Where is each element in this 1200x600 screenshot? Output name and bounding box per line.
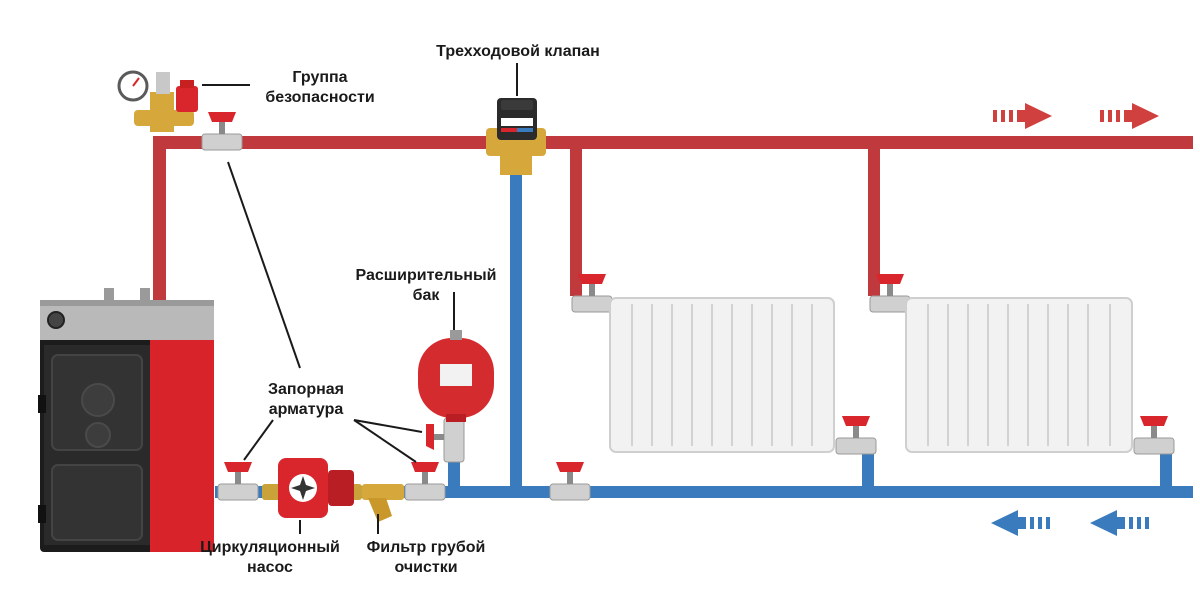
three-way-valve-device [486, 98, 546, 175]
coarse-filter-line1: Фильтр грубой [366, 539, 486, 556]
leader-shutoff-to-supply-valve [227, 161, 301, 369]
ball-valve-radiator2-return [1133, 416, 1175, 455]
safety-group-line1: Группа [292, 69, 348, 86]
boiler [38, 288, 214, 552]
return-flow-arrow-2 [1090, 510, 1149, 536]
safety-group-device [117, 70, 198, 132]
radiator1-supply-drop [570, 136, 582, 296]
ball-valve-radiator1-supply [571, 274, 613, 313]
supply-flow-arrow-1 [993, 103, 1052, 129]
supply-flow-arrow-2 [1100, 103, 1159, 129]
tank-tee-pipe [448, 462, 460, 492]
leader-shutoff-to-filter-valve [353, 419, 417, 463]
coarse-filter-device [362, 484, 404, 522]
circulation-pump-line2: насос [247, 559, 293, 576]
circulation-pump-device [262, 458, 362, 518]
safety-group-line2: безопасности [265, 89, 375, 106]
ball-valve-radiator1-return [835, 416, 877, 455]
radiator-1 [609, 297, 835, 453]
label-three-way-valve: Трехходовой клапан [420, 42, 616, 62]
ball-valve-tank [426, 417, 465, 463]
three-way-valve-text: Трехходовой клапан [436, 43, 600, 60]
leader-shutoff-to-boiler-valve [243, 419, 274, 461]
label-safety-group: Группа безопасности [252, 68, 388, 108]
ball-valve-bypass-return [549, 462, 591, 501]
coarse-filter-line2: очистки [394, 559, 458, 576]
bypass-riser-pipe [510, 172, 522, 492]
shutoff-valves-line1: Запорная [267, 381, 345, 398]
ball-valve-boiler-return [217, 462, 259, 501]
radiator-2 [905, 297, 1133, 453]
label-expansion-tank: Расширительный бак [348, 266, 504, 306]
leader-lines [202, 63, 518, 534]
return-flow-arrow-1 [991, 510, 1050, 536]
supply-main-pipe [153, 136, 1193, 149]
ball-valve-filter-outlet [404, 462, 446, 501]
circulation-pump-line1: Циркуляционный [200, 539, 340, 556]
shutoff-valves-line2: арматура [268, 401, 344, 418]
return-main-pipe [448, 486, 1193, 498]
leader-shutoff-to-tank-valve [353, 419, 423, 433]
radiator2-supply-drop [868, 136, 880, 296]
expansion-tank-line2: бак [412, 287, 440, 304]
label-coarse-filter: Фильтр грубой очистки [356, 538, 496, 578]
boiler-riser-pipe [153, 136, 166, 304]
supply-pipes [153, 136, 1193, 304]
ball-valve-supply-boiler [201, 112, 243, 151]
label-circulation-pump: Циркуляционный насос [190, 538, 350, 578]
label-shutoff-valves: Запорная арматура [256, 380, 356, 420]
boiler-dial-icon [47, 311, 65, 329]
expansion-tank-line1: Расширительный [355, 267, 497, 284]
expansion-tank-device [418, 330, 494, 422]
